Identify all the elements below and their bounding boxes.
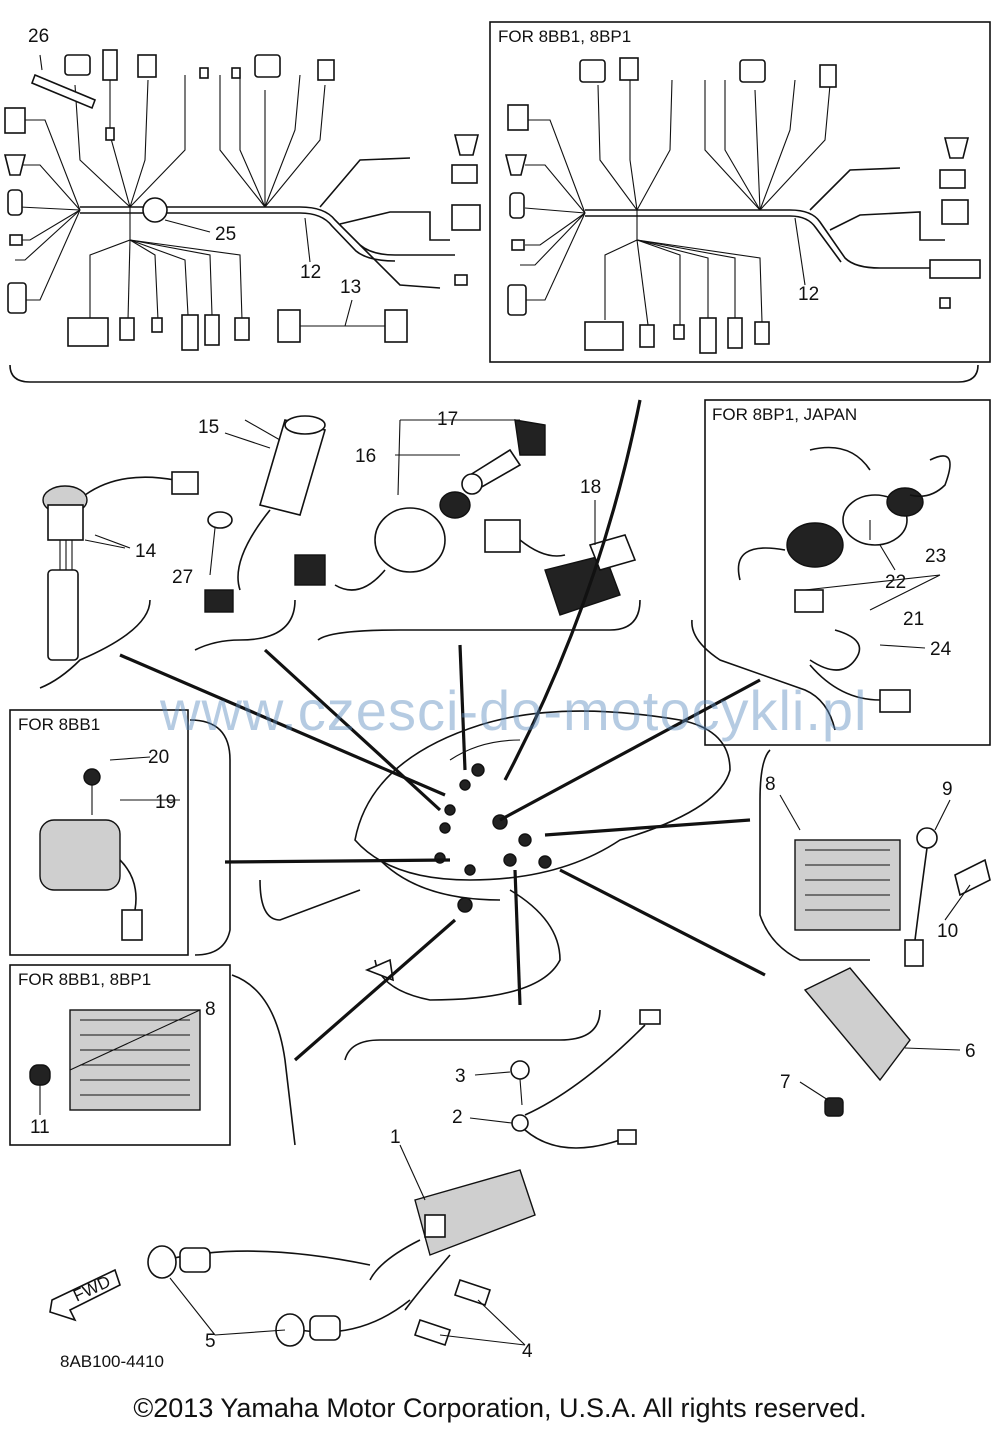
- part-21-ignition-switch-set: [737, 446, 951, 713]
- callout-12b: 12: [798, 284, 819, 305]
- part-8-rectifier: [794, 839, 901, 931]
- part-5-plug-caps: [147, 1245, 411, 1347]
- callout-21: 21: [903, 609, 924, 630]
- callout-4: 4: [522, 1341, 533, 1362]
- part-14-fuel-sender: [42, 471, 199, 661]
- diagram-code: 8AB100-4410: [60, 1352, 164, 1371]
- box-top-right: [489, 21, 991, 363]
- part-17-key: [514, 419, 546, 456]
- part-9-ground-lead: [904, 827, 938, 967]
- callout-16: 16: [355, 446, 376, 467]
- pointer-lines: [119, 399, 766, 1062]
- forward-arrow-icon: FWD: [49, 1268, 121, 1322]
- box-label-middle-right: FOR 8BP1, JAPAN: [712, 405, 857, 424]
- callout-22: 22: [885, 572, 906, 593]
- box-label-top-right: FOR 8BB1, 8BP1: [498, 27, 631, 46]
- fwd-label: FWD: [70, 1272, 113, 1306]
- part-6-cdi-unit: [803, 967, 911, 1082]
- frame-parts-cluster: [434, 763, 552, 913]
- callout-2: 2: [452, 1107, 463, 1128]
- part-4-clamps: [413, 1278, 492, 1347]
- callout-11: 11: [30, 1117, 50, 1138]
- part-3-screw: [510, 1060, 530, 1106]
- callout-13: 13: [340, 277, 361, 298]
- part-18-relay: [484, 519, 637, 616]
- part-10-bolt: [954, 858, 991, 897]
- callout-8b: 8: [205, 999, 216, 1020]
- callout-7: 7: [780, 1072, 791, 1093]
- callout-9: 9: [942, 779, 953, 800]
- box-left-bottom: [9, 964, 231, 1146]
- callout-5: 5: [205, 1331, 216, 1352]
- part-16-main-switch: [294, 448, 522, 591]
- watermark-text: www.czesci-do-motocykli.pl: [160, 679, 868, 742]
- callout-20: 20: [148, 747, 169, 768]
- callout-10: 10: [937, 921, 958, 942]
- part-27-clamp: [207, 511, 233, 576]
- box-label-left-middle: FOR 8BB1: [18, 715, 100, 734]
- callout-25: 25: [215, 224, 236, 245]
- callout-24: 24: [930, 639, 952, 660]
- box-middle-right: [704, 399, 991, 746]
- callout-12a: 12: [300, 262, 321, 283]
- part-7-nut: [824, 1097, 844, 1117]
- callout-15: 15: [198, 417, 219, 438]
- part-19-starter-relay: [39, 768, 143, 941]
- callout-23: 23: [925, 546, 946, 567]
- part-1-ignition-coil: [369, 1169, 536, 1311]
- part-8-rectifier-variant: [29, 1009, 201, 1111]
- frame-body: [259, 710, 731, 1001]
- callout-8a: 8: [765, 774, 776, 795]
- leader-lines: [39, 54, 971, 1346]
- callout-14: 14: [135, 541, 157, 562]
- callout-3: 3: [455, 1066, 466, 1087]
- callout-1: 1: [390, 1127, 401, 1148]
- part-15-condenser: [204, 415, 327, 613]
- callout-27: 27: [172, 567, 193, 588]
- part-2-lead-wire: [511, 1009, 661, 1149]
- box-left-middle: [9, 709, 189, 956]
- wire-harness-main: [3, 49, 481, 351]
- callout-26: 26: [28, 26, 49, 47]
- callout-6: 6: [965, 1041, 976, 1062]
- wire-harness-variant: [504, 57, 981, 354]
- callout-18: 18: [580, 477, 601, 498]
- callout-17: 17: [437, 409, 458, 430]
- box-label-left-bottom: FOR 8BB1, 8BP1: [18, 970, 151, 989]
- callout-19: 19: [155, 792, 176, 813]
- copyright-notice: ©2013 Yamaha Motor Corporation, U.S.A. A…: [133, 1393, 867, 1423]
